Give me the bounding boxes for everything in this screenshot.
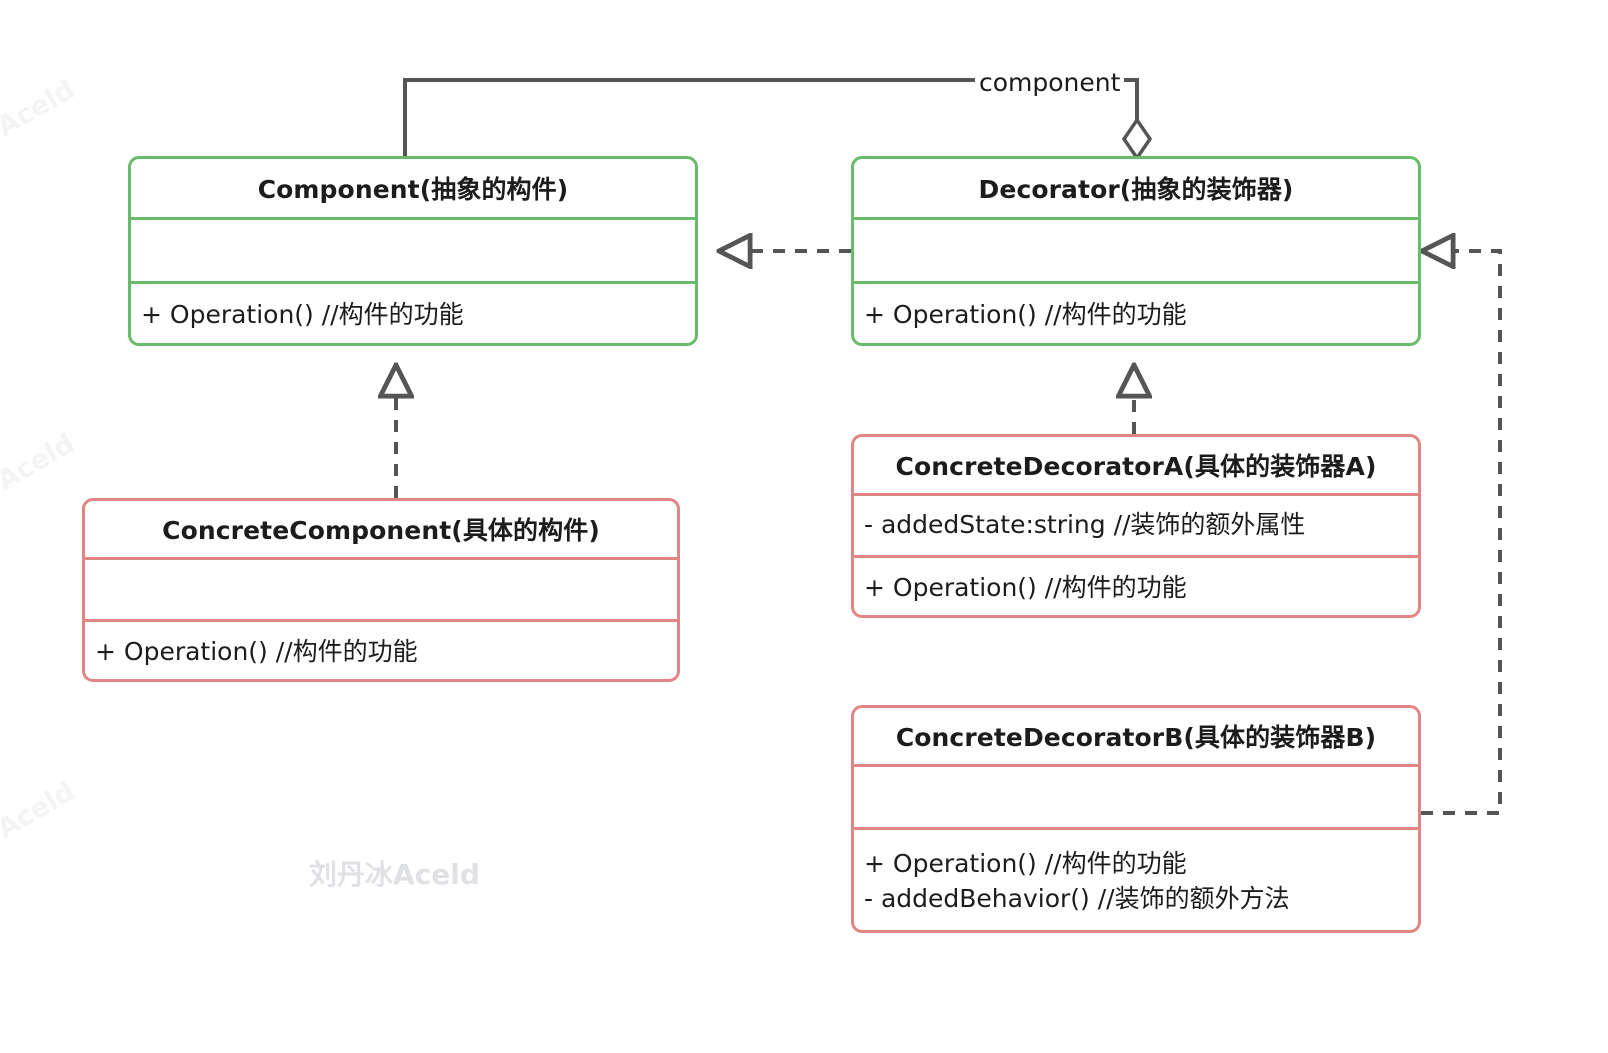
uml-class-concrete-decorator-a[interactable]: ConcreteDecoratorA(具体的装饰器A) - addedState… <box>851 434 1421 618</box>
attribute-row: - addedState:string //装饰的额外属性 <box>864 510 1306 540</box>
attribute-row-empty <box>864 797 1408 798</box>
methods-compartment-decorator: + Operation() //构件的功能 <box>854 284 1418 343</box>
method-row: + Operation() //构件的功能 <box>95 636 418 666</box>
attribute-row-empty <box>95 589 667 590</box>
method-row: - addedBehavior() //装饰的额外方法 <box>864 883 1290 913</box>
uml-class-decorator[interactable]: Decorator(抽象的装饰器) + Operation() //构件的功能 <box>851 156 1421 346</box>
watermark-center: 刘丹冰Aceld <box>309 858 480 891</box>
attributes-compartment-component <box>131 220 695 281</box>
methods-compartment-concrete-decorator-a: + Operation() //构件的功能 <box>854 558 1418 615</box>
compartment-divider <box>854 827 1418 830</box>
methods-compartment-component: + Operation() //构件的功能 <box>131 284 695 343</box>
compartment-divider <box>854 281 1418 284</box>
attribute-row-empty <box>864 250 1408 251</box>
edge-label-component-role: component <box>975 68 1125 97</box>
uml-class-component[interactable]: Component(抽象的构件) + Operation() //构件的功能 <box>128 156 698 346</box>
method-row: + Operation() //构件的功能 <box>864 849 1187 878</box>
compartment-divider <box>131 281 695 284</box>
compartment-divider <box>131 217 695 220</box>
attributes-compartment-concrete-component <box>85 560 677 619</box>
class-title-concrete-component: ConcreteComponent(具体的构件) <box>162 516 600 545</box>
watermark-corner-2: Aceld <box>0 428 81 497</box>
compartment-divider <box>85 619 677 622</box>
aggregation-diamond <box>1121 116 1153 162</box>
compartment-divider <box>854 217 1418 220</box>
watermark-corner-1: Aceld <box>0 74 81 143</box>
attributes-compartment-concrete-decorator-b <box>854 767 1418 827</box>
uml-class-concrete-component[interactable]: ConcreteComponent(具体的构件) + Operation() /… <box>82 498 680 682</box>
compartment-divider <box>854 493 1418 496</box>
method-row: + Operation() //构件的功能 <box>864 299 1187 329</box>
methods-compartment-concrete-component: + Operation() //构件的功能 <box>85 622 677 679</box>
class-title-component: Component(抽象的构件) <box>257 175 569 204</box>
watermark-corner-3: Aceld <box>0 776 81 845</box>
methods-compartment-concrete-decorator-b: + Operation() //构件的功能 - addedBehavior() … <box>854 830 1418 930</box>
compartment-divider <box>854 555 1418 558</box>
class-title-decorator: Decorator(抽象的装饰器) <box>978 175 1294 204</box>
attributes-compartment-decorator <box>854 220 1418 281</box>
method-row: + Operation() //构件的功能 <box>141 299 464 329</box>
attribute-row-empty <box>141 250 685 251</box>
method-row: + Operation() //构件的功能 <box>864 572 1187 602</box>
compartment-divider <box>854 764 1418 767</box>
edge-realization-concretedecoratorb-decorator <box>1421 251 1502 815</box>
class-title-concrete-decorator-b: ConcreteDecoratorB(具体的装饰器B) <box>895 723 1377 752</box>
class-title-concrete-decorator-a: ConcreteDecoratorA(具体的装饰器A) <box>895 452 1377 481</box>
uml-class-concrete-decorator-b[interactable]: ConcreteDecoratorB(具体的装饰器B) + Operation(… <box>851 705 1421 933</box>
compartment-divider <box>85 557 677 560</box>
attributes-compartment-concrete-decorator-a: - addedState:string //装饰的额外属性 <box>854 496 1418 555</box>
